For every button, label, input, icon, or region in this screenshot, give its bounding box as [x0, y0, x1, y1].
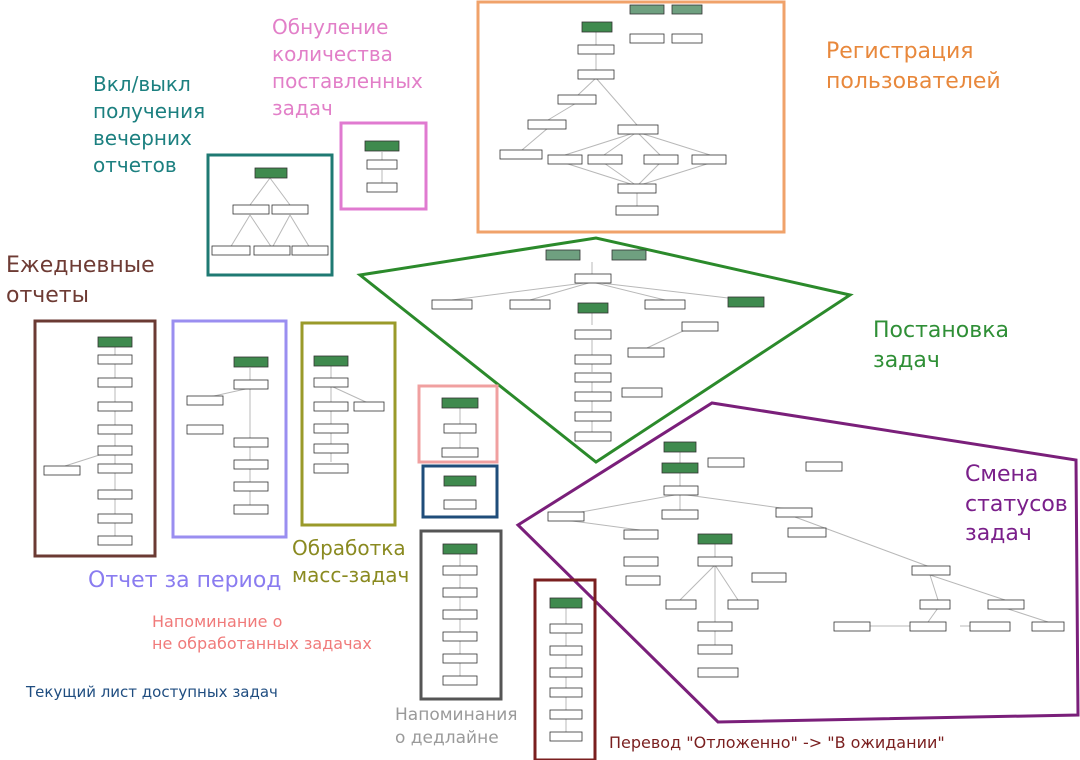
- label-postponed-transfer: Перевод "Отложенно" -> "В ожидании": [609, 733, 945, 752]
- region-daily-reports: [33, 319, 157, 558]
- nodes: [43, 4, 1065, 742]
- label-task-setting: Постановка задач: [873, 318, 1009, 373]
- label-current-sheet: Текущий лист доступных задач: [26, 683, 278, 701]
- region-deadline-reminder: [419, 529, 503, 701]
- region-evening-reports: [206, 153, 334, 277]
- region-user-registration: [476, 0, 786, 234]
- region-period-report: [171, 319, 288, 539]
- region-reset-tasks: [339, 121, 428, 211]
- label-evening-reports: Вкл/выкл получения вечерних отчетов: [93, 72, 206, 177]
- label-user-registration: Регистрация пользователей: [826, 39, 1001, 94]
- label-deadline-reminder: Напоминания о дедлайне: [395, 705, 518, 748]
- label-status-change: Смена статусов задач: [965, 462, 1068, 547]
- label-mass-tasks: Обработка масс-задач: [292, 536, 410, 587]
- label-period-report: Отчет за период: [88, 568, 282, 593]
- label-daily-reports: Ежедневные отчеты: [6, 253, 155, 308]
- label-reset-tasks: Обнуление количества поставленных задач: [272, 15, 423, 120]
- label-unprocessed-reminder: Напоминание о не обработанных задачах: [152, 612, 372, 653]
- region-task-setting: [356, 236, 854, 464]
- region-current-sheet: [421, 464, 499, 519]
- region-postponed-transfer: [533, 578, 597, 760]
- region-status-change: [515, 401, 1080, 724]
- region-unprocessed-reminder: [417, 384, 499, 464]
- connectors: [64, 30, 1049, 732]
- region-mass-tasks: [300, 321, 397, 527]
